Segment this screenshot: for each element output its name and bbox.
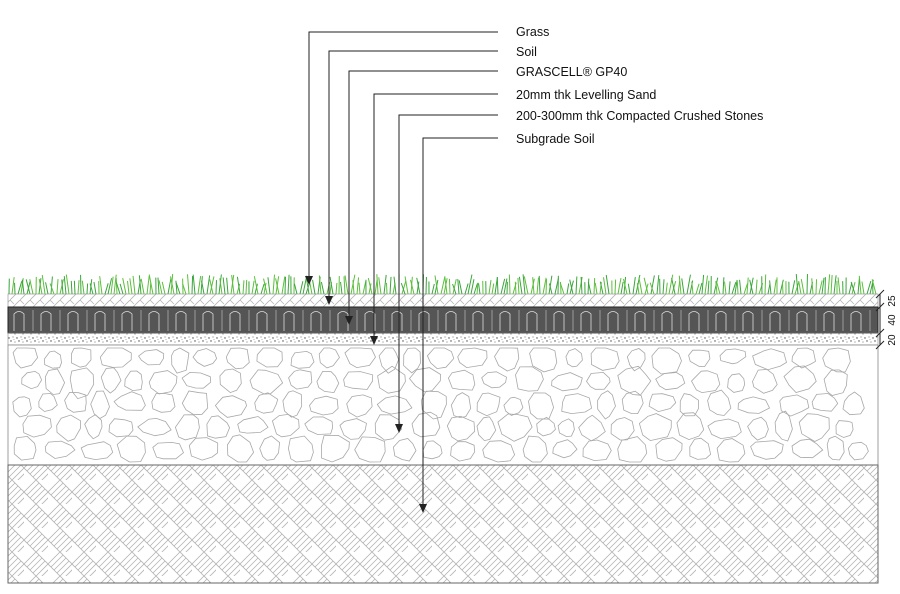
dimension-labels: 25 40 20: [887, 295, 898, 346]
dim-sand: 20: [887, 334, 898, 346]
label-crushed-stones: 200-300mm thk Compacted Crushed Stones: [516, 109, 763, 123]
label-soil: Soil: [516, 45, 537, 59]
leader-arrowheads: [305, 276, 427, 513]
subgrade-soil-layer: [7, 464, 879, 584]
leader-subgrade: [422, 137, 498, 508]
arrow-subgrade: [419, 504, 427, 513]
label-levelling-sand: 20mm thk Levelling Sand: [516, 88, 656, 102]
leader-soil: [328, 50, 498, 300]
leader-sand: [373, 93, 498, 340]
crushed-stone-layer: [7, 344, 879, 466]
dim-grascell: 40: [887, 314, 898, 326]
soil-layer: [7, 293, 879, 308]
leader-lines: [308, 31, 498, 508]
layers: [7, 273, 879, 584]
arrow-grascell: [345, 316, 353, 325]
arrow-sand: [370, 336, 378, 345]
label-subgrade-soil: Subgrade Soil: [516, 132, 595, 146]
grascell-layer: [7, 306, 879, 334]
sand-layer: [7, 332, 879, 346]
layer-labels: Grass Soil GRASCELL® GP40 20mm thk Level…: [516, 25, 763, 146]
crushed-stones: [12, 347, 869, 463]
leader-grascell: [348, 70, 498, 320]
grascell-cells: [13, 310, 871, 331]
grass-blades: [8, 273, 877, 295]
leader-stones: [398, 114, 498, 428]
arrow-soil: [325, 296, 333, 305]
label-grascell: GRASCELL® GP40: [516, 65, 627, 79]
arrow-grass: [305, 276, 313, 285]
dim-soil: 25: [887, 295, 898, 307]
label-grass: Grass: [516, 25, 549, 39]
leader-grass: [308, 31, 498, 280]
dimension-line: [875, 289, 885, 350]
arrow-stones: [395, 424, 403, 433]
